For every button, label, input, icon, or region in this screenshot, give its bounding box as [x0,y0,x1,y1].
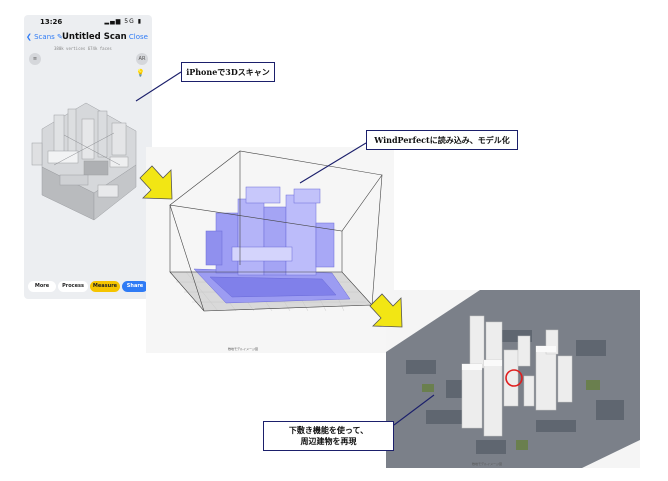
wireframe-blue-model [169,150,383,312]
callout-underlay-line1: 下敷き機能を使って、 [288,425,369,435]
callout-underlay-function: 下敷き機能を使って、 周辺建物を再現 [263,421,394,451]
callout-windperfect-import: WindPerfectに読み込み、モデル化 [366,130,518,150]
more-button[interactable]: More [28,281,56,292]
back-button[interactable]: ❮ Scans ✎ [26,33,63,41]
battery-icon: ▮ [137,18,142,25]
site-marker-circle [505,369,523,387]
signal-indicator: ▂▄▆ 5G ▮ [105,18,142,25]
light-bulb-icon[interactable]: 💡 [136,69,145,77]
close-button[interactable]: Close [128,33,148,41]
city-underlay-panel: 敷地モデルイメージ図 [386,290,640,468]
chevron-left-icon: ❮ [26,33,32,41]
status-bar: 13:26 ▂▄▆ 5G ▮ [24,17,152,29]
measure-button[interactable]: Measure [90,281,120,292]
city-caption: 敷地モデルイメージ図 [472,462,502,466]
arrow-right-down-icon [139,165,173,200]
back-label: Scans [34,33,55,41]
layers-icon[interactable]: ≡ [29,53,41,65]
arrow-right-down-icon [369,293,403,328]
model-caption: 敷地モデルイメージ図 [228,347,258,351]
process-button[interactable]: Process [58,281,88,292]
scan-stats: 380k vertices 674k faces [54,46,112,51]
scan-title: Untitled Scan [62,32,127,42]
iphone-scan-screen: 13:26 ▂▄▆ 5G ▮ ❮ Scans ✎ Untitled Scan C… [24,15,152,299]
share-button[interactable]: Share [122,281,148,292]
callout-iphone-scan: iPhoneで3Dスキャン [181,62,275,82]
city-aerial-model [386,290,640,468]
windperfect-model-panel: 敷地モデルイメージ図 [146,147,394,353]
callout-underlay-line2: 周辺建物を再現 [300,436,357,446]
signal-bars-icon: ▂▄▆ [104,18,122,25]
network-type: 5G [124,18,135,25]
scanned-room-model [31,102,137,221]
nav-bar: ❮ Scans ✎ Untitled Scan Close [24,31,152,45]
status-time: 13:26 [40,18,63,26]
ar-button[interactable]: AR [136,53,148,65]
edit-pencil-icon: ✎ [57,33,63,41]
